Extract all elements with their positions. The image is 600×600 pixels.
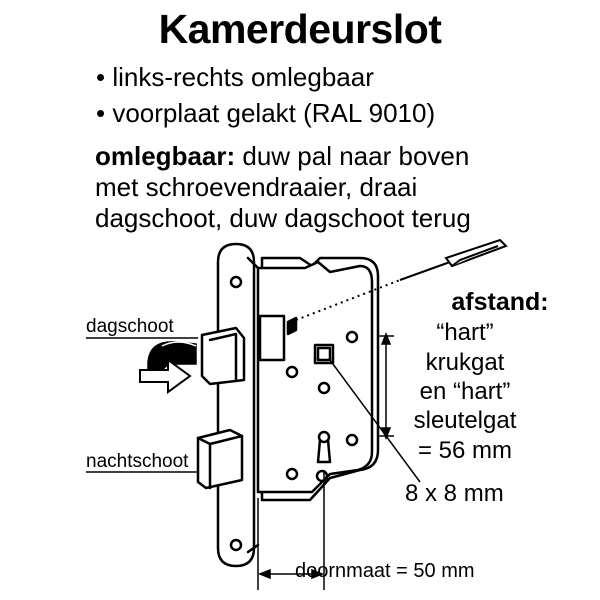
label-dagschoot: dagschoot — [86, 316, 174, 337]
bullet-reversible: • links-rechts omlegbaar — [96, 62, 374, 92]
callout-krukgat: krukgat — [425, 349, 505, 376]
instruction-text-1: duw pal naar boven — [235, 141, 470, 171]
title: Kamerdeurslot — [158, 6, 442, 52]
screw-hole-bottom — [229, 538, 243, 552]
callout-hart-2: en “hart” — [419, 378, 511, 405]
instruction-line-1: omlegbaar: duw pal naar boven — [95, 141, 469, 172]
latch-bolt — [200, 326, 246, 386]
instruction-label: omlegbaar: — [95, 141, 236, 171]
keyhole — [317, 430, 331, 444]
callout-distance: = 56 mm — [417, 437, 513, 464]
callout-backset: doornmaat = 50 mm — [295, 560, 475, 582]
callout-hart-1: “hart” — [436, 319, 494, 346]
lock-case — [256, 260, 374, 494]
label-nachtschoot: nachtschoot — [86, 451, 189, 472]
callout-afstand: afstand: — [451, 288, 549, 316]
rotate-arrow-icon — [139, 341, 197, 394]
callout-spindle: 8 x 8 mm — [405, 480, 504, 507]
screw-hole-top — [229, 275, 243, 289]
callout-sleutelgat: sleutelgat — [413, 407, 517, 434]
spindle-hole — [313, 343, 335, 365]
latch-slot — [258, 314, 286, 362]
instruction-line-3: dagschoot, duw dagschoot terug — [95, 203, 471, 233]
bullet-faceplate: • voorplaat gelakt (RAL 9010) — [96, 98, 436, 128]
instruction-line-2: met schroevendraaier, draai — [95, 172, 418, 202]
faceplate — [216, 242, 256, 568]
